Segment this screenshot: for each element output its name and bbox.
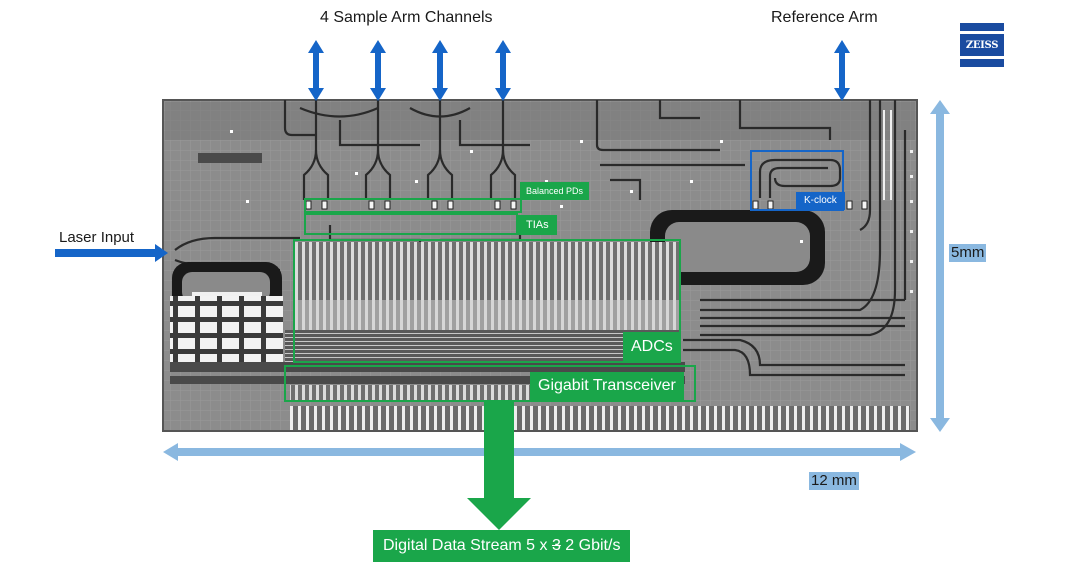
width-dimension-arrow	[163, 443, 916, 461]
sample-arm-arrow-2	[370, 40, 386, 101]
k-clock-label: K-clock	[796, 192, 845, 210]
laser-input-label: Laser Input	[59, 229, 135, 246]
adcs-label: ADCs	[623, 332, 681, 362]
data-stream-label: Digital Data Stream 5 x 3 2 Gbit/s	[373, 530, 631, 562]
balanced-pds-label: Balanced PDs	[520, 182, 590, 200]
gigabit-transceiver-box	[284, 365, 696, 402]
reference-arm-arrow	[834, 40, 850, 101]
adcs-box	[293, 239, 681, 363]
laser-input-arrow	[55, 244, 168, 262]
tias-box	[304, 213, 518, 235]
tias-label: TIAs	[518, 215, 557, 235]
sample-arm-channels-label: 4 Sample Arm Channels	[320, 9, 493, 26]
sample-arm-arrow-3	[432, 40, 448, 101]
height-dimension-label: 5mm	[949, 244, 987, 262]
sample-arm-arrow-1	[308, 40, 324, 101]
reference-arm-label: Reference Arm	[771, 9, 878, 26]
data-stream-arrow	[467, 402, 531, 530]
zeiss-logo: ZEISS	[960, 23, 1004, 67]
gigabit-transceiver-label: Gigabit Transceiver	[530, 372, 684, 400]
k-clock-box	[750, 150, 844, 211]
sample-arm-arrow-4	[495, 40, 511, 101]
data-stream-struck: 3	[551, 537, 561, 554]
height-dimension-arrow	[930, 100, 950, 432]
width-dimension-label: 12 mm	[809, 472, 859, 490]
data-stream-suffix: 2 Gbit/s	[560, 537, 621, 554]
balanced-pds-box	[304, 198, 522, 213]
data-stream-prefix: Digital Data Stream 5 x	[383, 537, 552, 554]
